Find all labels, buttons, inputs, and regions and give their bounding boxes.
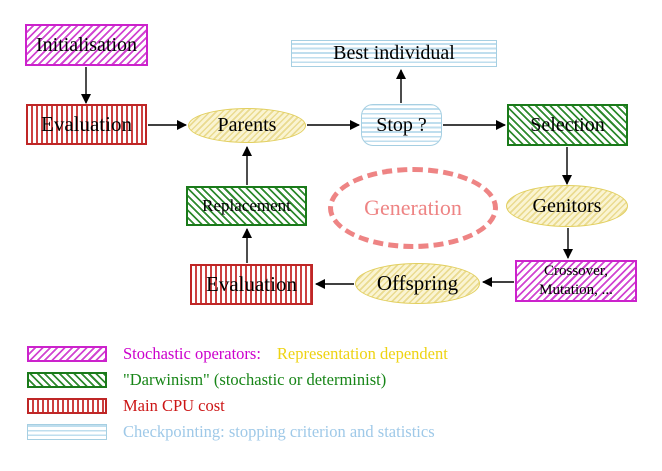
node-genitors-label: Genitors bbox=[532, 194, 602, 217]
node-selection-label: Selection bbox=[530, 113, 605, 136]
legend-label-main-cpu-cost: Main CPU cost bbox=[123, 396, 225, 415]
legend-row-checkpointing: Checkpointing: stopping criterion and st… bbox=[27, 422, 435, 441]
node-offspring-label: Offspring bbox=[376, 271, 459, 295]
legend-swatch-red-stripes bbox=[27, 398, 107, 414]
legend-row-darwinism: "Darwinism" (stochastic or determinist) bbox=[27, 370, 387, 389]
legend-row-stochastic-operators: Stochastic operators: Representation dep… bbox=[27, 344, 448, 363]
node-generation-dashed-ellipse: Generation bbox=[328, 167, 498, 249]
node-generation-label: Generation bbox=[364, 195, 462, 220]
node-replacement-label: Replacement bbox=[202, 196, 291, 215]
node-parents-label: Parents bbox=[217, 114, 277, 136]
node-stop-label: Stop ? bbox=[376, 113, 427, 136]
node-stop: Stop ? bbox=[361, 104, 442, 146]
node-initialisation: Initialisation bbox=[25, 24, 148, 66]
legend-label-checkpointing: Checkpointing: stopping criterion and st… bbox=[123, 422, 435, 441]
node-crossover-label-line1: Crossover, bbox=[544, 263, 608, 280]
node-evaluation-top: Evaluation bbox=[26, 104, 147, 145]
node-crossover-label-line2: Mutation, ... bbox=[539, 282, 613, 298]
node-parents: Parents bbox=[188, 108, 306, 143]
node-replacement: Replacement bbox=[186, 186, 307, 226]
node-evaluation-bottom-label: Evaluation bbox=[206, 272, 297, 296]
legend-label-darwinism: "Darwinism" (stochastic or determinist) bbox=[123, 370, 387, 389]
legend-swatch-blue-stripes bbox=[27, 424, 107, 440]
node-initialisation-label: Initialisation bbox=[35, 33, 138, 56]
node-crossover-mutation: Crossover, Mutation, ... bbox=[515, 260, 637, 302]
node-selection: Selection bbox=[507, 104, 628, 146]
node-best-individual-label: Best individual bbox=[333, 42, 455, 64]
node-evaluation-top-label: Evaluation bbox=[41, 112, 132, 136]
legend-label-representation-dependent: Representation dependent bbox=[276, 344, 448, 363]
legend-row-main-cpu-cost: Main CPU cost bbox=[27, 396, 225, 415]
legend-label-stochastic-operators: Stochastic operators: bbox=[123, 344, 261, 363]
node-best-individual: Best individual bbox=[291, 40, 497, 67]
node-evaluation-bottom: Evaluation bbox=[190, 264, 313, 305]
legend-swatch-magenta-hatch bbox=[27, 346, 107, 362]
legend-swatch-green-hatch bbox=[27, 372, 107, 388]
node-genitors: Genitors bbox=[506, 185, 628, 227]
node-offspring: Offspring bbox=[355, 263, 480, 304]
